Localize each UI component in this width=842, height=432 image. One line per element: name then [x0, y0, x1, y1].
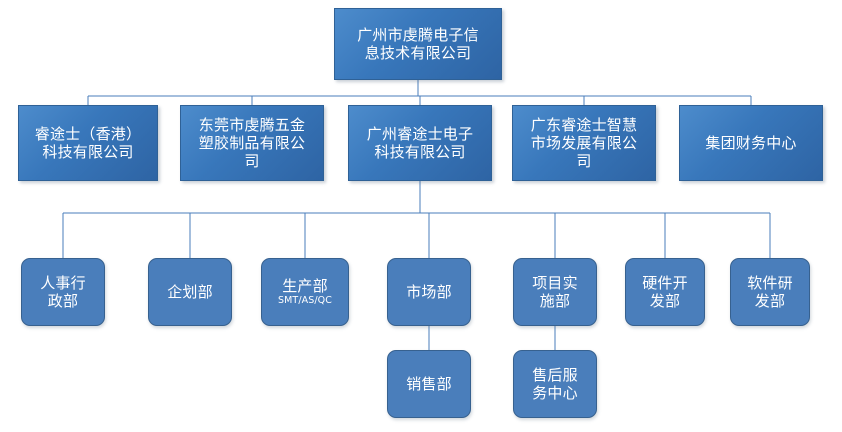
org-node-root[interactable]: 广州市虔腾电子信 息技术有限公司	[334, 8, 502, 80]
org-node-hr-label: 人事行 政部	[40, 273, 86, 310]
org-node-production-label: 生产部	[282, 277, 328, 296]
org-node-hardware-label: 硬件开 发部	[642, 273, 688, 310]
org-node-production-sublabel: SMT/AS/QC	[278, 295, 332, 307]
org-node-software[interactable]: 软件研 发部	[730, 258, 810, 326]
org-node-after-sales[interactable]: 售后服 务中心	[513, 350, 597, 418]
org-node-ruitushi-hk-label: 睿途士（香港） 科技有限公司	[34, 124, 142, 161]
org-node-ruitushi-hk[interactable]: 睿途士（香港） 科技有限公司	[18, 105, 158, 181]
org-node-production[interactable]: 生产部 SMT/AS/QC	[261, 258, 349, 326]
org-node-guangzhou-rts-label: 广州睿途士电子 科技有限公司	[366, 124, 474, 161]
org-node-guangzhou-rts[interactable]: 广州睿途士电子 科技有限公司	[348, 105, 492, 181]
org-node-dongguan[interactable]: 东莞市虔腾五金 塑胶制品有限公 司	[180, 105, 324, 181]
org-node-guangdong-rts-label: 广东睿途士智慧 市场发展有限公 司	[530, 115, 638, 171]
org-node-project[interactable]: 项目实 施部	[513, 258, 597, 326]
org-node-software-label: 软件研 发部	[747, 273, 793, 310]
org-node-finance[interactable]: 集团财务中心	[679, 105, 823, 181]
org-node-marketing-label: 市场部	[406, 282, 452, 301]
org-node-planning-label: 企划部	[167, 282, 213, 301]
org-node-sales-label: 销售部	[406, 374, 452, 393]
org-node-planning[interactable]: 企划部	[148, 258, 232, 326]
org-node-dongguan-label: 东莞市虔腾五金 塑胶制品有限公 司	[198, 115, 306, 171]
org-node-project-label: 项目实 施部	[532, 273, 578, 310]
org-node-finance-label: 集团财务中心	[705, 133, 797, 152]
org-node-sales[interactable]: 销售部	[387, 350, 471, 418]
org-node-marketing[interactable]: 市场部	[387, 258, 471, 326]
org-node-guangdong-rts[interactable]: 广东睿途士智慧 市场发展有限公 司	[512, 105, 656, 181]
org-node-hr[interactable]: 人事行 政部	[21, 258, 105, 326]
org-node-root-label: 广州市虔腾电子信 息技术有限公司	[357, 25, 479, 62]
org-node-after-sales-label: 售后服 务中心	[532, 365, 578, 402]
org-node-hardware[interactable]: 硬件开 发部	[625, 258, 705, 326]
